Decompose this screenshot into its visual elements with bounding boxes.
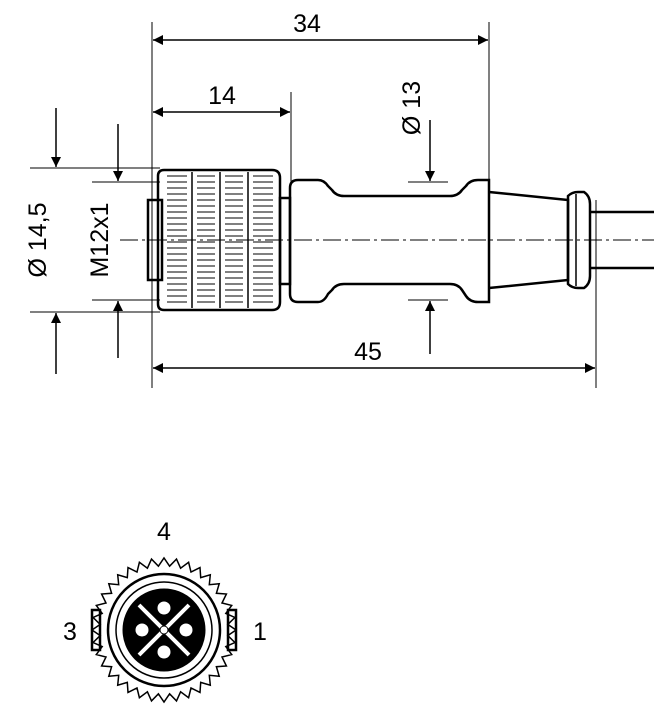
nut-collar [278, 196, 292, 286]
pin-hole-1 [178, 622, 194, 638]
dimension-length-nut-label: 14 [208, 82, 236, 110]
front-flat-right [226, 608, 238, 652]
dimension-length-body-label: 34 [293, 10, 321, 38]
pin-hole-center [159, 625, 169, 635]
dimension-length-body: 34 [153, 10, 488, 45]
dimension-length-total: 45 [153, 338, 595, 373]
pin-hole-3 [134, 622, 150, 638]
dimension-diameter-nut-label: Ø 14,5 [24, 202, 52, 277]
pin-label-top: 4 [157, 518, 171, 546]
dimension-thread: M12x1 [86, 124, 123, 358]
pin-label-right: 1 [253, 618, 267, 646]
side-view: 34 14 45 Ø 14,5 M12x1 Ø 13 [24, 10, 654, 388]
pin-hole-4 [156, 600, 172, 616]
dimension-length-total-label: 45 [354, 338, 382, 366]
pin-hole-2 [156, 644, 172, 660]
front-flat-left [90, 608, 102, 652]
front-inner-ring [115, 581, 213, 679]
knurl-pattern [167, 175, 273, 303]
dimension-diameter-nut: Ø 14,5 [24, 108, 61, 374]
dimension-diameter-body: Ø 13 [398, 81, 435, 354]
front-view: 4 3 1 [63, 518, 267, 704]
dimension-thread-label: M12x1 [86, 202, 114, 277]
front-outer-ring [106, 572, 222, 688]
dimension-length-nut: 14 [153, 82, 290, 117]
pin-label-left: 3 [63, 618, 77, 646]
connector-body [288, 178, 491, 304]
strain-relief-ring [566, 190, 592, 290]
extension-lines [30, 22, 597, 388]
cable [590, 210, 654, 270]
dimension-diameter-body-label: Ø 13 [398, 81, 426, 135]
